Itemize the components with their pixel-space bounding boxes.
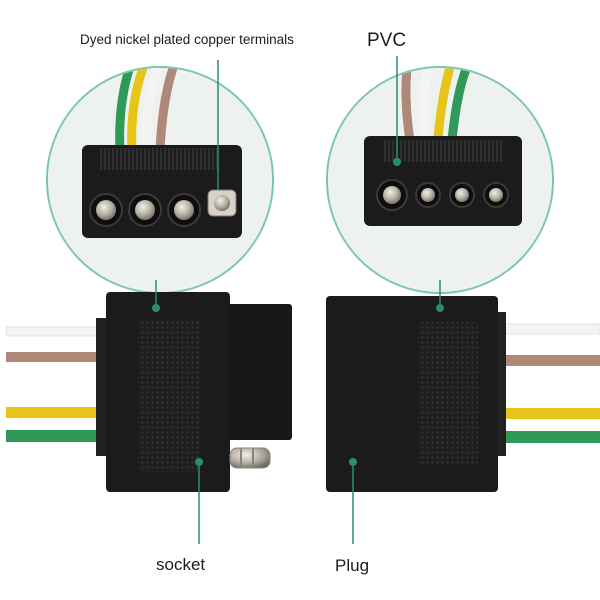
plug-label: Plug	[335, 556, 370, 575]
plug-connector	[326, 280, 600, 544]
pvc-label: PVC	[367, 30, 407, 51]
plug-closeup	[326, 56, 554, 294]
socket-label: socket	[156, 555, 206, 574]
socket-closeup	[46, 60, 274, 294]
terminals-label: Dyed nickel plated copper terminals	[80, 32, 294, 47]
socket-connector	[5, 280, 292, 544]
